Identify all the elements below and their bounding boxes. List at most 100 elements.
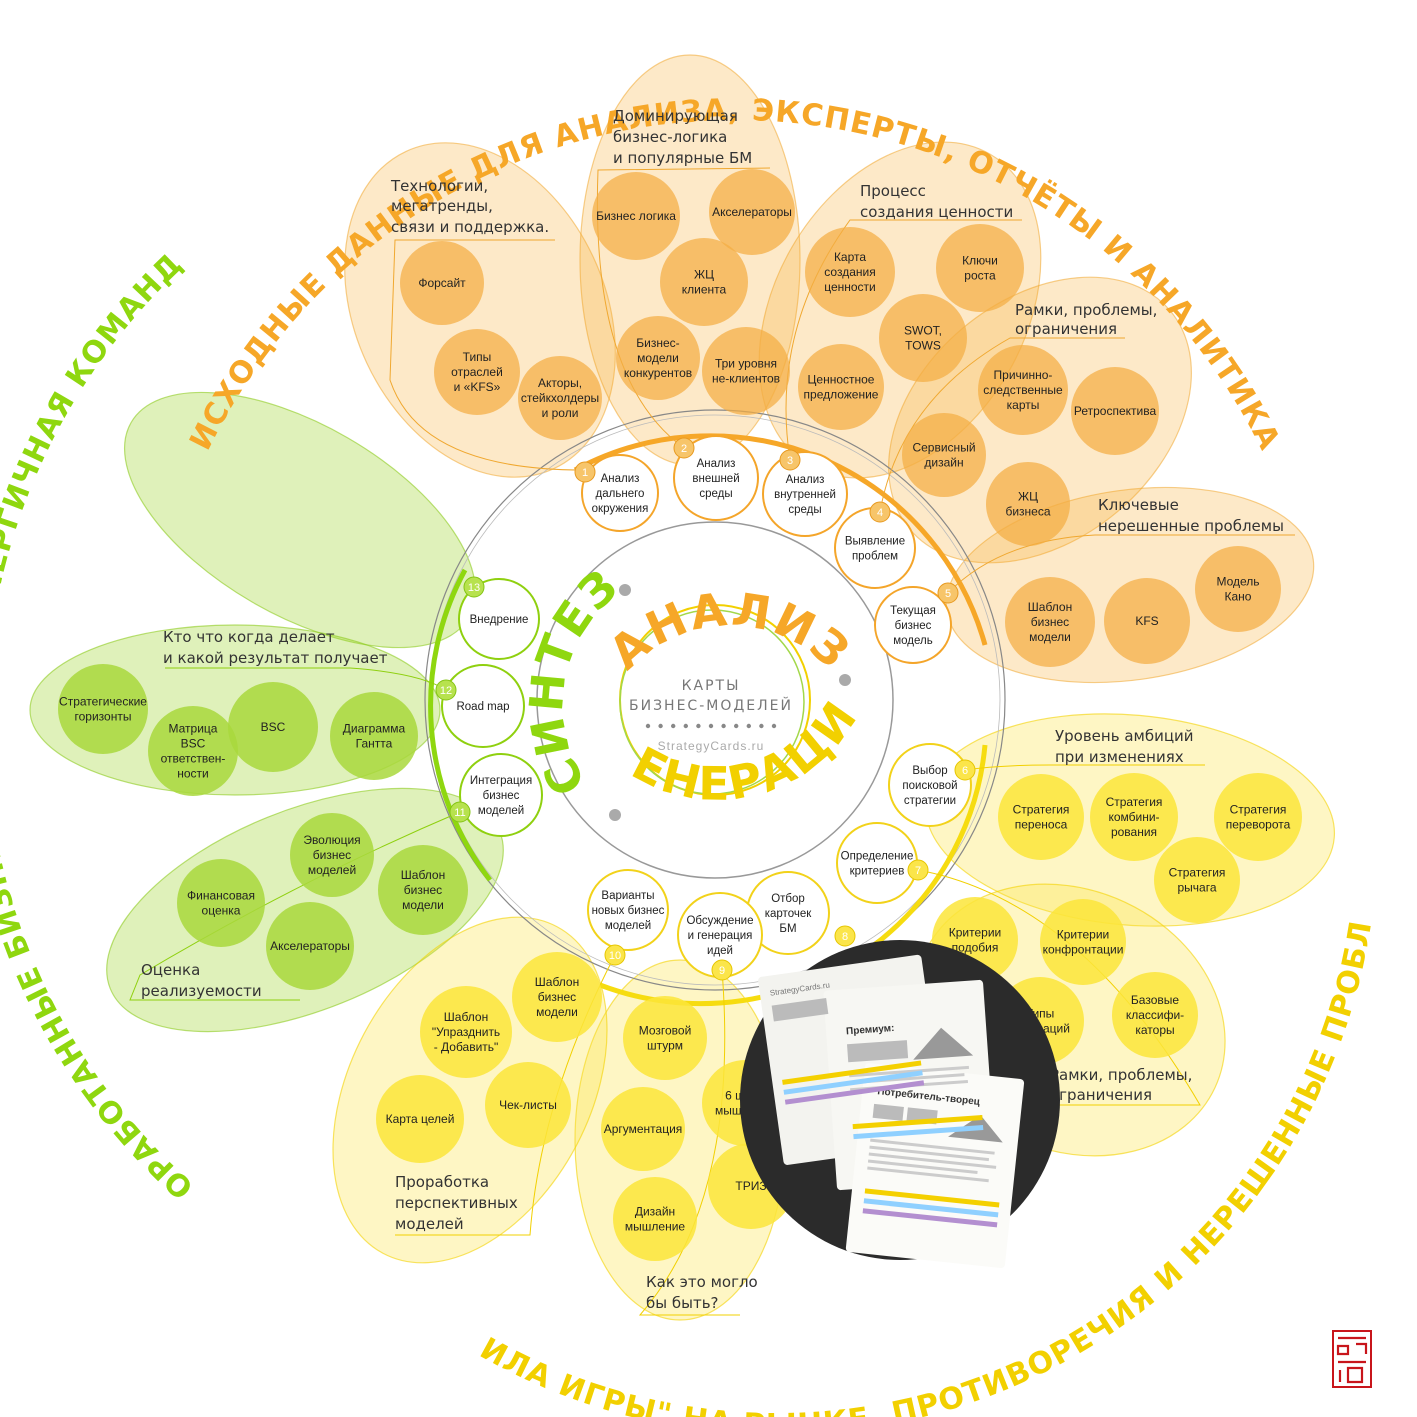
step-number-badge xyxy=(449,801,471,823)
tool-circle[interactable]: Чек-листы xyxy=(485,1062,571,1148)
tool-circle[interactable]: SWOT,TOWS xyxy=(879,294,967,382)
petal-title-models: Проработка перспективных моделей xyxy=(395,1173,523,1233)
tool-circle-bg xyxy=(1112,972,1198,1058)
step-circle xyxy=(458,578,540,660)
tool-circle[interactable]: Форсайт xyxy=(400,241,484,325)
tool-circle-bg xyxy=(290,813,374,897)
tool-circle-bg xyxy=(420,986,512,1078)
label: Акселераторы xyxy=(270,939,350,953)
step-circle xyxy=(888,743,972,827)
tool-circle-bg xyxy=(936,224,1024,312)
label: Чек-листы xyxy=(499,1098,557,1112)
tool-circle-bg xyxy=(1214,773,1302,861)
tool-circle[interactable]: BSC xyxy=(228,682,318,772)
tool-circle-bg xyxy=(376,1075,464,1163)
hub-dot xyxy=(708,723,714,729)
tool-circle-bg xyxy=(148,706,238,796)
tool-circle[interactable]: Аргументация xyxy=(601,1087,685,1171)
tool-circle[interactable]: Акселераторы xyxy=(266,902,354,990)
step-number-badge xyxy=(954,759,976,781)
step-number: 8 xyxy=(842,931,848,943)
tool-circle-bg xyxy=(902,413,986,497)
tool-circle[interactable]: Акселераторы xyxy=(709,169,795,255)
step-circle xyxy=(874,586,952,664)
hub-dot xyxy=(721,723,726,729)
petal-title-problems: Ключевые нерешенные проблемы xyxy=(1098,496,1284,535)
tool-circle-bg xyxy=(1195,546,1281,632)
tool-circle[interactable]: KFS xyxy=(1104,578,1190,664)
step-number: 7 xyxy=(915,865,921,877)
step-circle xyxy=(587,869,669,951)
petal-title-ideas: Как это могло бы быть? xyxy=(646,1273,763,1312)
tool-circle-bg xyxy=(709,169,795,255)
tool-circle[interactable]: Бизнес логика xyxy=(592,172,680,260)
hub-dot xyxy=(759,723,764,729)
tool-circle[interactable]: Ретроспектива xyxy=(1071,367,1159,455)
step-number-badge xyxy=(834,925,856,947)
step-number: 12 xyxy=(440,685,452,697)
tool-circle[interactable]: Карта целей xyxy=(376,1075,464,1163)
tool-circle-bg xyxy=(518,356,602,440)
step-number-badge xyxy=(869,501,891,523)
step-number: 13 xyxy=(468,582,480,594)
hub-dot xyxy=(658,723,663,729)
inner-ring-green xyxy=(619,609,805,795)
tool-circle[interactable]: Шаблон"Упразднить- Добавить" xyxy=(420,986,512,1078)
center-site: StrategyCards.ru xyxy=(658,739,765,753)
petal-title-tech: Технологии, мегатренды, связи и поддержк… xyxy=(390,177,549,236)
step-circle xyxy=(762,451,848,537)
label: Шаблон"Упразднить- Добавить" xyxy=(432,1010,500,1054)
